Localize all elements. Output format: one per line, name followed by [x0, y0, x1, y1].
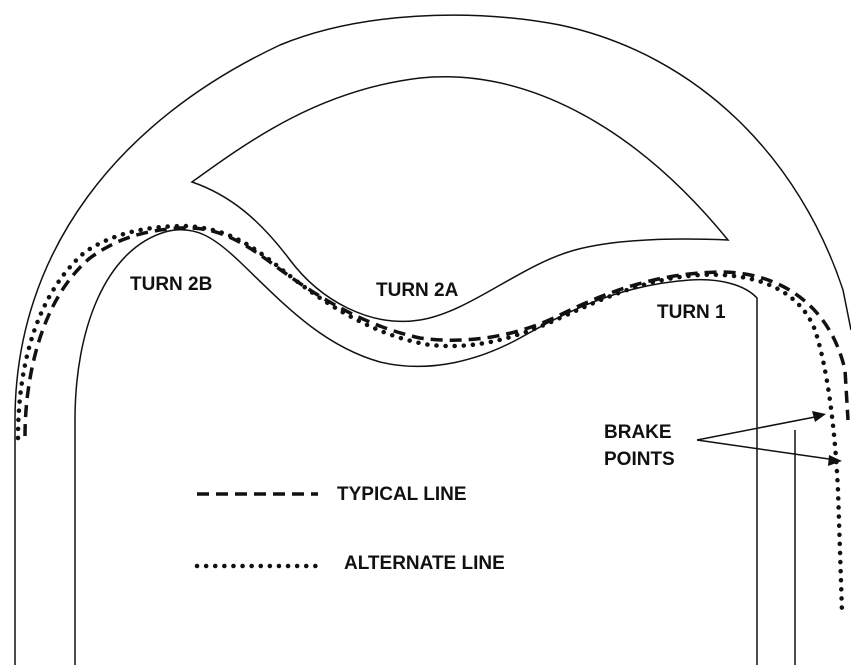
turn-1-label: TURN 1 [657, 302, 726, 323]
legend-alternate-label: ALTERNATE LINE [344, 553, 505, 574]
brake-points-label-line2: POINTS [604, 449, 675, 470]
typical-line-path [23, 226, 850, 437]
legend: TYPICAL LINE ALTERNATE LINE [194, 484, 505, 574]
brake-arrow-upper [696, 411, 826, 441]
brake-points-label-line1: BRAKE [604, 422, 672, 443]
brake-arrow-lower [696, 439, 842, 466]
turn-2a-label: TURN 2A [376, 280, 459, 301]
alternate-line-path [15, 223, 845, 615]
outer-track-boundary [14, 14, 851, 665]
turn-2b-label: TURN 2B [130, 274, 212, 295]
infield-island [190, 76, 730, 322]
legend-typical-label: TYPICAL LINE [337, 484, 467, 505]
inner-track-boundary [74, 228, 758, 665]
